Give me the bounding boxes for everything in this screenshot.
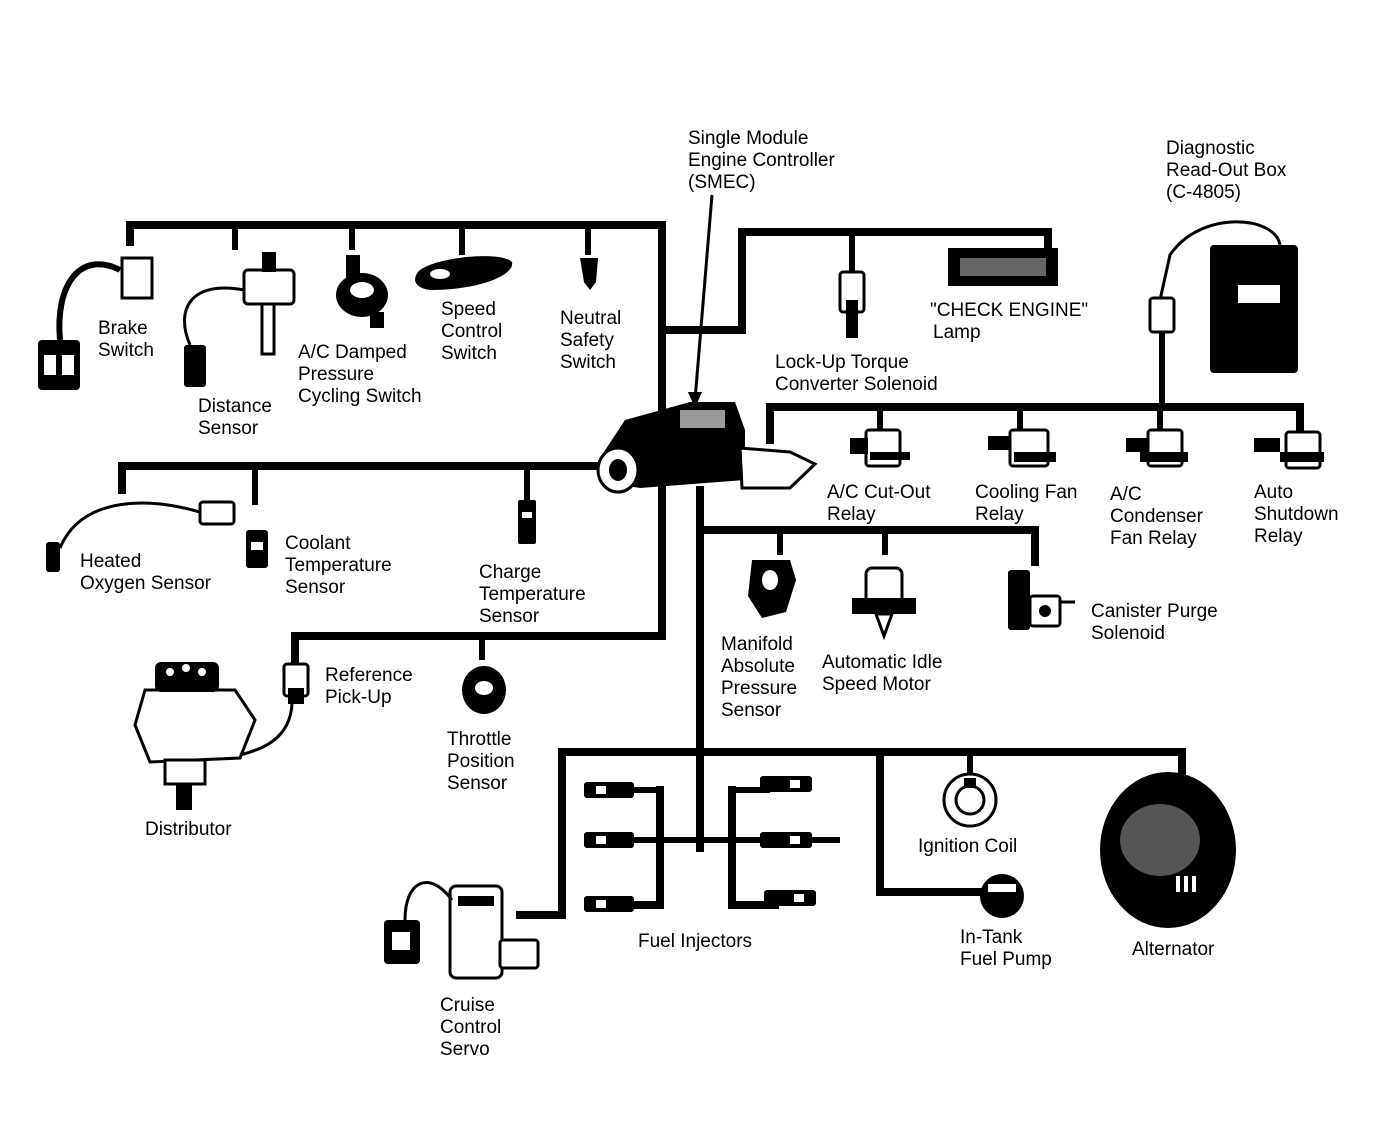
label-alternator: Alternator [1132,939,1215,960]
label-ais-motor: Automatic Idle Speed Motor [822,652,948,695]
speed-control-switch-icon [415,256,513,290]
label-ignition-coil: Ignition Coil [918,836,1017,857]
label-smec: Single Module Engine Controller (SMEC) [688,128,840,193]
smec-controller [596,194,818,494]
label-neutral-safety-switch: Neutral Safety Switch [560,308,627,373]
brake-switch-icon [38,256,154,390]
cruise-control-servo-icon [384,881,540,980]
label-cruise-control-servo: Cruise Control Servo [440,995,507,1060]
fuel-injectors-icon [584,776,816,912]
auto-shutdown-relay-icon [1254,430,1324,470]
label-heated-oxygen-sensor: Heated Oxygen Sensor [80,551,212,594]
ignition-coil-icon [942,772,998,828]
label-throttle-position: Throttle Position Sensor [447,729,520,794]
label-in-tank-fuel-pump: In-Tank Fuel Pump [960,927,1052,970]
distance-sensor-icon [183,252,296,387]
distributor-icon [133,662,294,810]
label-distance-sensor: Distance Sensor [198,396,277,439]
label-coolant-temperature: Coolant Temperature Sensor [285,533,397,598]
charge-temperature-sensor-icon [518,500,536,544]
in-tank-fuel-pump-icon [980,874,1024,918]
ac-cutout-relay-icon [850,428,910,468]
label-check-engine-lamp: "CHECK ENGINE" Lamp [930,300,1093,343]
label-brake-switch: Brake Switch [98,318,154,361]
cooling-fan-relay-icon [988,428,1056,468]
component-labels: Single Module Engine Controller (SMEC) D… [80,128,1344,1060]
ac-damped-switch-icon [336,255,388,328]
label-charge-temperature: Charge Temperature Sensor [479,562,591,627]
label-auto-shutdown-relay: Auto Shutdown Relay [1254,482,1344,547]
ac-condenser-fan-relay-icon [1126,428,1188,468]
throttle-position-sensor-icon [462,666,506,714]
label-ac-condenser-relay: A/C Condenser Fan Relay [1110,484,1208,549]
label-fuel-injectors: Fuel Injectors [638,931,752,952]
check-engine-lamp [948,248,1058,286]
lockup-solenoid-icon [838,270,866,338]
neutral-safety-switch-icon [580,258,598,290]
label-ac-damped-switch: A/C Damped Pressure Cycling Switch [298,342,422,407]
heated-oxygen-sensor-icon [46,500,236,572]
coolant-temperature-sensor-icon [246,530,268,568]
label-speed-control-switch: Speed Control Switch [441,299,508,364]
diagnostic-readout-box [1148,220,1298,407]
ais-motor-icon [852,566,916,641]
label-diagnostic-box: Diagnostic Read-Out Box (C-4805) [1166,138,1292,203]
map-sensor-icon [748,560,796,618]
label-cooling-fan-relay: Cooling Fan Relay [975,482,1083,525]
label-lockup-solenoid: Lock-Up Torque Converter Solenoid [775,352,938,395]
label-reference-pickup: Reference Pick-Up [325,665,418,708]
wiring-harness [118,221,1304,919]
label-canister-purge: Canister Purge Solenoid [1091,601,1223,644]
label-map-sensor: Manifold Absolute Pressure Sensor [721,634,802,721]
label-ac-cutout-relay: A/C Cut-Out Relay [827,482,936,525]
reference-pickup-icon [282,662,310,704]
alternator-icon [1100,772,1236,928]
label-distributor: Distributor [145,819,232,840]
canister-purge-solenoid-icon [1008,570,1075,630]
